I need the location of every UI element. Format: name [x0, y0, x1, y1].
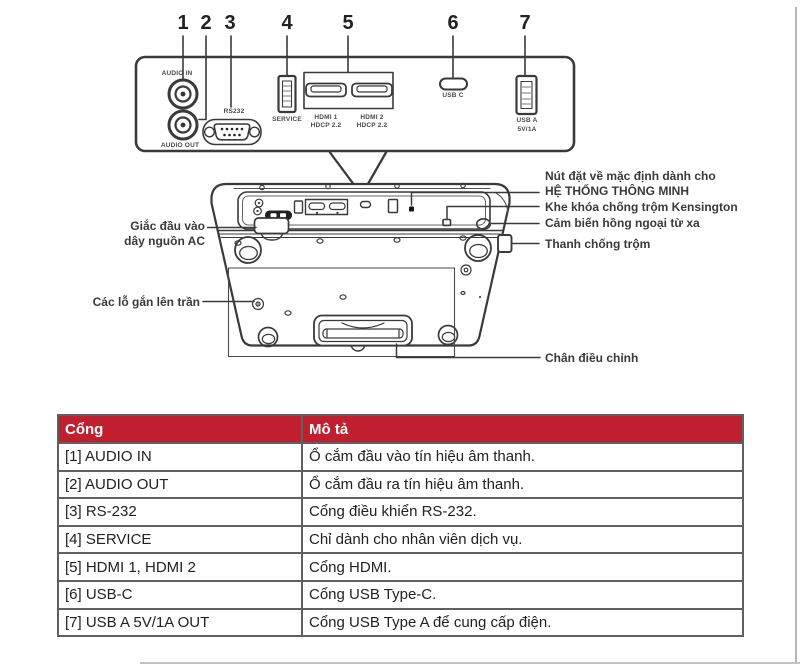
label-ceiling-mount: Các lỗ gắn lên trần	[92, 295, 200, 309]
description-cell: Cổng điều khiển RS-232.	[301, 497, 744, 527]
table-row: [4] SERVICE Chỉ dành cho nhân viên dịch …	[57, 524, 744, 555]
port-cell: [1] AUDIO IN	[57, 442, 303, 472]
table-row: [7] USB A 5V/1A OUT Cổng USB Type A để c…	[57, 607, 744, 638]
port-cell: [5] HDMI 1, HDMI 2	[57, 552, 303, 582]
hdmi2-hdcp: HDCP 2.2	[356, 122, 388, 129]
reset-pinhole	[409, 206, 414, 212]
ports-table-header-port: Cổng	[57, 414, 303, 444]
hdmi1-name: HDMI 1	[314, 113, 338, 121]
service-usb-port	[277, 74, 297, 114]
ceiling-mount-zone	[227, 267, 456, 358]
page-right-edge	[795, 7, 797, 663]
description-cell: Ổ cắm đầu ra tín hiệu âm thanh.	[301, 469, 744, 500]
description-cell: Ổ cắm đầu vào tín hiệu âm thanh.	[301, 442, 744, 472]
rs232-connector	[202, 118, 262, 146]
bottom-view-body	[210, 182, 511, 347]
kensington-slot	[442, 218, 452, 227]
port-label-usb-a: USB A 5V/1A	[517, 117, 538, 134]
port-number-1: 1	[177, 12, 189, 34]
port-cell: [3] RS-232	[57, 497, 303, 527]
reset-line2: HỆ THỐNG THÔNG MINH	[545, 183, 689, 198]
port-number-7: 7	[519, 12, 531, 34]
ir-sensor	[475, 218, 492, 231]
hdmi2-name: HDMI 2	[360, 113, 384, 121]
label-kensington-lock: Khe khóa chống trộm Kensington	[545, 200, 738, 214]
projector-feet	[234, 234, 492, 348]
audio-out-jack	[167, 109, 199, 141]
label-ac-power: Giắc đầu vào dây nguồn AC	[124, 219, 205, 248]
port-number-4: 4	[281, 12, 293, 34]
port-label-hdmi1: HDMI 1 HDCP 2.2	[311, 114, 342, 131]
usb-c-port	[439, 77, 468, 91]
table-header-row: Cổng Mô tả	[57, 414, 744, 444]
description-cell: Cổng USB Type-C.	[301, 579, 744, 610]
ac-power-line2: dây nguồn AC	[124, 233, 205, 248]
ports-table-header-description: Mô tả	[301, 414, 744, 444]
ports-table: Cổng Mô tả [1] AUDIO IN Ổ cắm đầu vào tí…	[57, 414, 744, 638]
port-label-audio-in: AUDIO IN	[161, 70, 193, 77]
label-ir-sensor: Cảm biến hồng ngoại từ xa	[545, 216, 700, 230]
top-screws	[259, 182, 466, 191]
number-leader-lines	[182, 35, 526, 121]
audio-in-jack	[167, 78, 199, 110]
table-row: [2] AUDIO OUT Ổ cắm đầu ra tín hiệu âm t…	[57, 469, 744, 500]
port-label-rs232: RS232	[223, 108, 245, 115]
port-number-6: 6	[447, 12, 459, 34]
label-security-bar: Thanh chống trộm	[545, 237, 651, 251]
usb-a-port	[515, 74, 538, 116]
port-label-usb-c: USB C	[442, 92, 464, 99]
description-cell: Cổng USB Type A để cung cấp điện.	[301, 607, 744, 638]
table-row: [5] HDMI 1, HDMI 2 Cổng HDMI.	[57, 552, 744, 582]
port-label-hdmi2: HDMI 2 HDCP 2.2	[357, 114, 388, 131]
port-number-5: 5	[342, 12, 354, 34]
reset-line1: Nút đặt về mặc định dành cho	[545, 169, 716, 183]
port-cell: [2] AUDIO OUT	[57, 469, 303, 500]
label-leader-lines	[202, 191, 541, 359]
adjustment-foot-bar	[313, 314, 413, 352]
description-cell: Chỉ dành cho nhân viên dịch vụ.	[301, 524, 744, 555]
hdmi-ports	[303, 71, 394, 110]
port-label-audio-out: AUDIO OUT	[160, 142, 200, 149]
port-number-3: 3	[224, 12, 236, 34]
port-number-2: 2	[200, 12, 212, 34]
connector-recess	[217, 191, 503, 238]
ac-power-line1: Giắc đầu vào	[130, 219, 205, 233]
usb-a-name: USB A	[516, 117, 538, 124]
port-cell: [4] SERVICE	[57, 524, 303, 555]
usb-a-rating: 5V/1A	[517, 125, 537, 133]
recess-connectors	[293, 198, 492, 231]
table-row: [1] AUDIO IN Ổ cắm đầu vào tín hiệu âm t…	[57, 442, 744, 472]
table-row: [3] RS-232 Cổng điều khiển RS-232.	[57, 497, 744, 527]
ac-power-inlet	[253, 198, 292, 241]
label-reset-button: Nút đặt về mặc định dành cho HỆ THỐNG TH…	[545, 169, 716, 198]
port-cell: [7] USB A 5V/1A OUT	[57, 607, 303, 638]
detail-callout-lines	[328, 151, 388, 195]
security-bar	[497, 234, 513, 253]
port-label-service: SERVICE	[272, 115, 302, 123]
table-row: [6] USB-C Cổng USB Type-C.	[57, 579, 744, 610]
rear-panel-outline	[134, 55, 576, 153]
screw-holes	[234, 235, 481, 316]
description-cell: Cổng HDMI.	[301, 552, 744, 582]
label-adjustment-foot: Chân điều chỉnh	[545, 351, 639, 365]
hdmi1-hdcp: HDCP 2.2	[310, 122, 342, 129]
page-bottom-edge	[140, 662, 800, 664]
port-cell: [6] USB-C	[57, 579, 303, 610]
